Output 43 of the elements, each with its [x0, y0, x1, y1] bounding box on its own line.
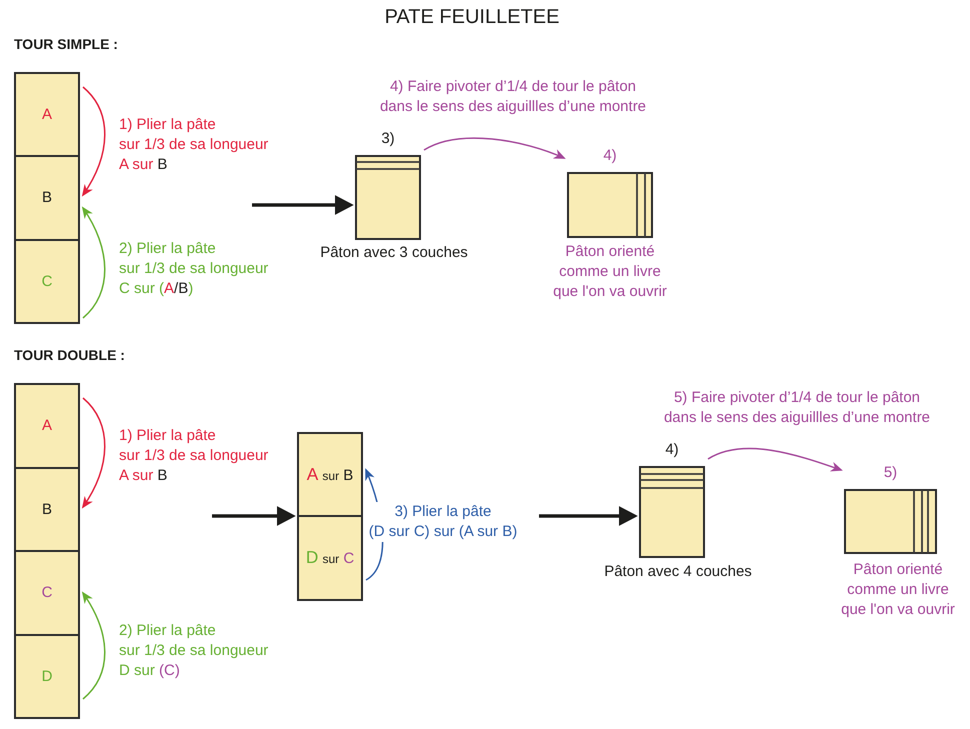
- section-label: A sur B: [306, 464, 354, 484]
- step-instruction: 2) Plier la pâte sur 1/3 de sa longueur D sur (C): [119, 621, 268, 681]
- dough-section: [14, 550, 80, 636]
- step-instruction: 4) Faire pivoter d’1/4 de tour le pâton dans le sens des aiguillles d’une montre: [380, 77, 646, 117]
- dough-caption: Pâton orienté comme un livre que l'on va ouvrir: [841, 560, 955, 620]
- dough-section: [14, 239, 80, 324]
- curved-arrow: [708, 448, 843, 472]
- arrow: [539, 506, 638, 526]
- step-number: 5): [884, 463, 898, 483]
- section-label: A: [42, 417, 52, 435]
- dough-section: [14, 634, 80, 719]
- step-instruction: 1) Plier la pâte sur 1/3 de sa longueur A sur B: [119, 426, 268, 486]
- arrow: [212, 506, 296, 526]
- curved-arrow: [82, 591, 106, 700]
- step-number: 3): [381, 129, 395, 149]
- step-instruction: 5) Faire pivoter d’1/4 de tour le pâton dans le sens des aiguillles d’une montre: [664, 388, 930, 428]
- step-number: 4): [665, 440, 679, 460]
- dough-section: [14, 467, 80, 552]
- dough-section: [14, 72, 80, 157]
- curved-arrow: [82, 206, 106, 319]
- diagram-title: PATE FEUILLETEE: [384, 5, 560, 29]
- section-label: C: [42, 584, 52, 602]
- curved-arrow: [82, 397, 106, 509]
- section-label: B: [42, 189, 52, 207]
- dough-caption: Pâton avec 4 couches: [604, 562, 752, 582]
- section-label: A: [42, 106, 52, 124]
- curved-arrow: [424, 137, 566, 159]
- step-instruction: 2) Plier la pâte sur 1/3 de sa longueur C sur (A/B): [119, 239, 268, 299]
- section-heading: TOUR SIMPLE :: [14, 35, 118, 53]
- step-instruction: 1) Plier la pâte sur 1/3 de sa longueur A sur B: [119, 115, 268, 175]
- dough-section: [14, 155, 80, 241]
- section-label: D: [42, 668, 52, 686]
- dough-section: [14, 383, 80, 469]
- arrow: [252, 196, 354, 214]
- curved-arrow: [82, 86, 106, 197]
- section-heading: TOUR DOUBLE :: [14, 346, 125, 364]
- step-number: 4): [603, 146, 617, 166]
- folded-dough-block: [297, 432, 363, 601]
- section-label: C: [42, 272, 52, 290]
- section-label: B: [42, 500, 52, 518]
- dough-caption: Pâton orienté comme un livre que l'on va ouvrir: [553, 242, 667, 302]
- dough-caption: Pâton avec 3 couches: [320, 243, 468, 263]
- section-label: D sur C: [306, 548, 354, 568]
